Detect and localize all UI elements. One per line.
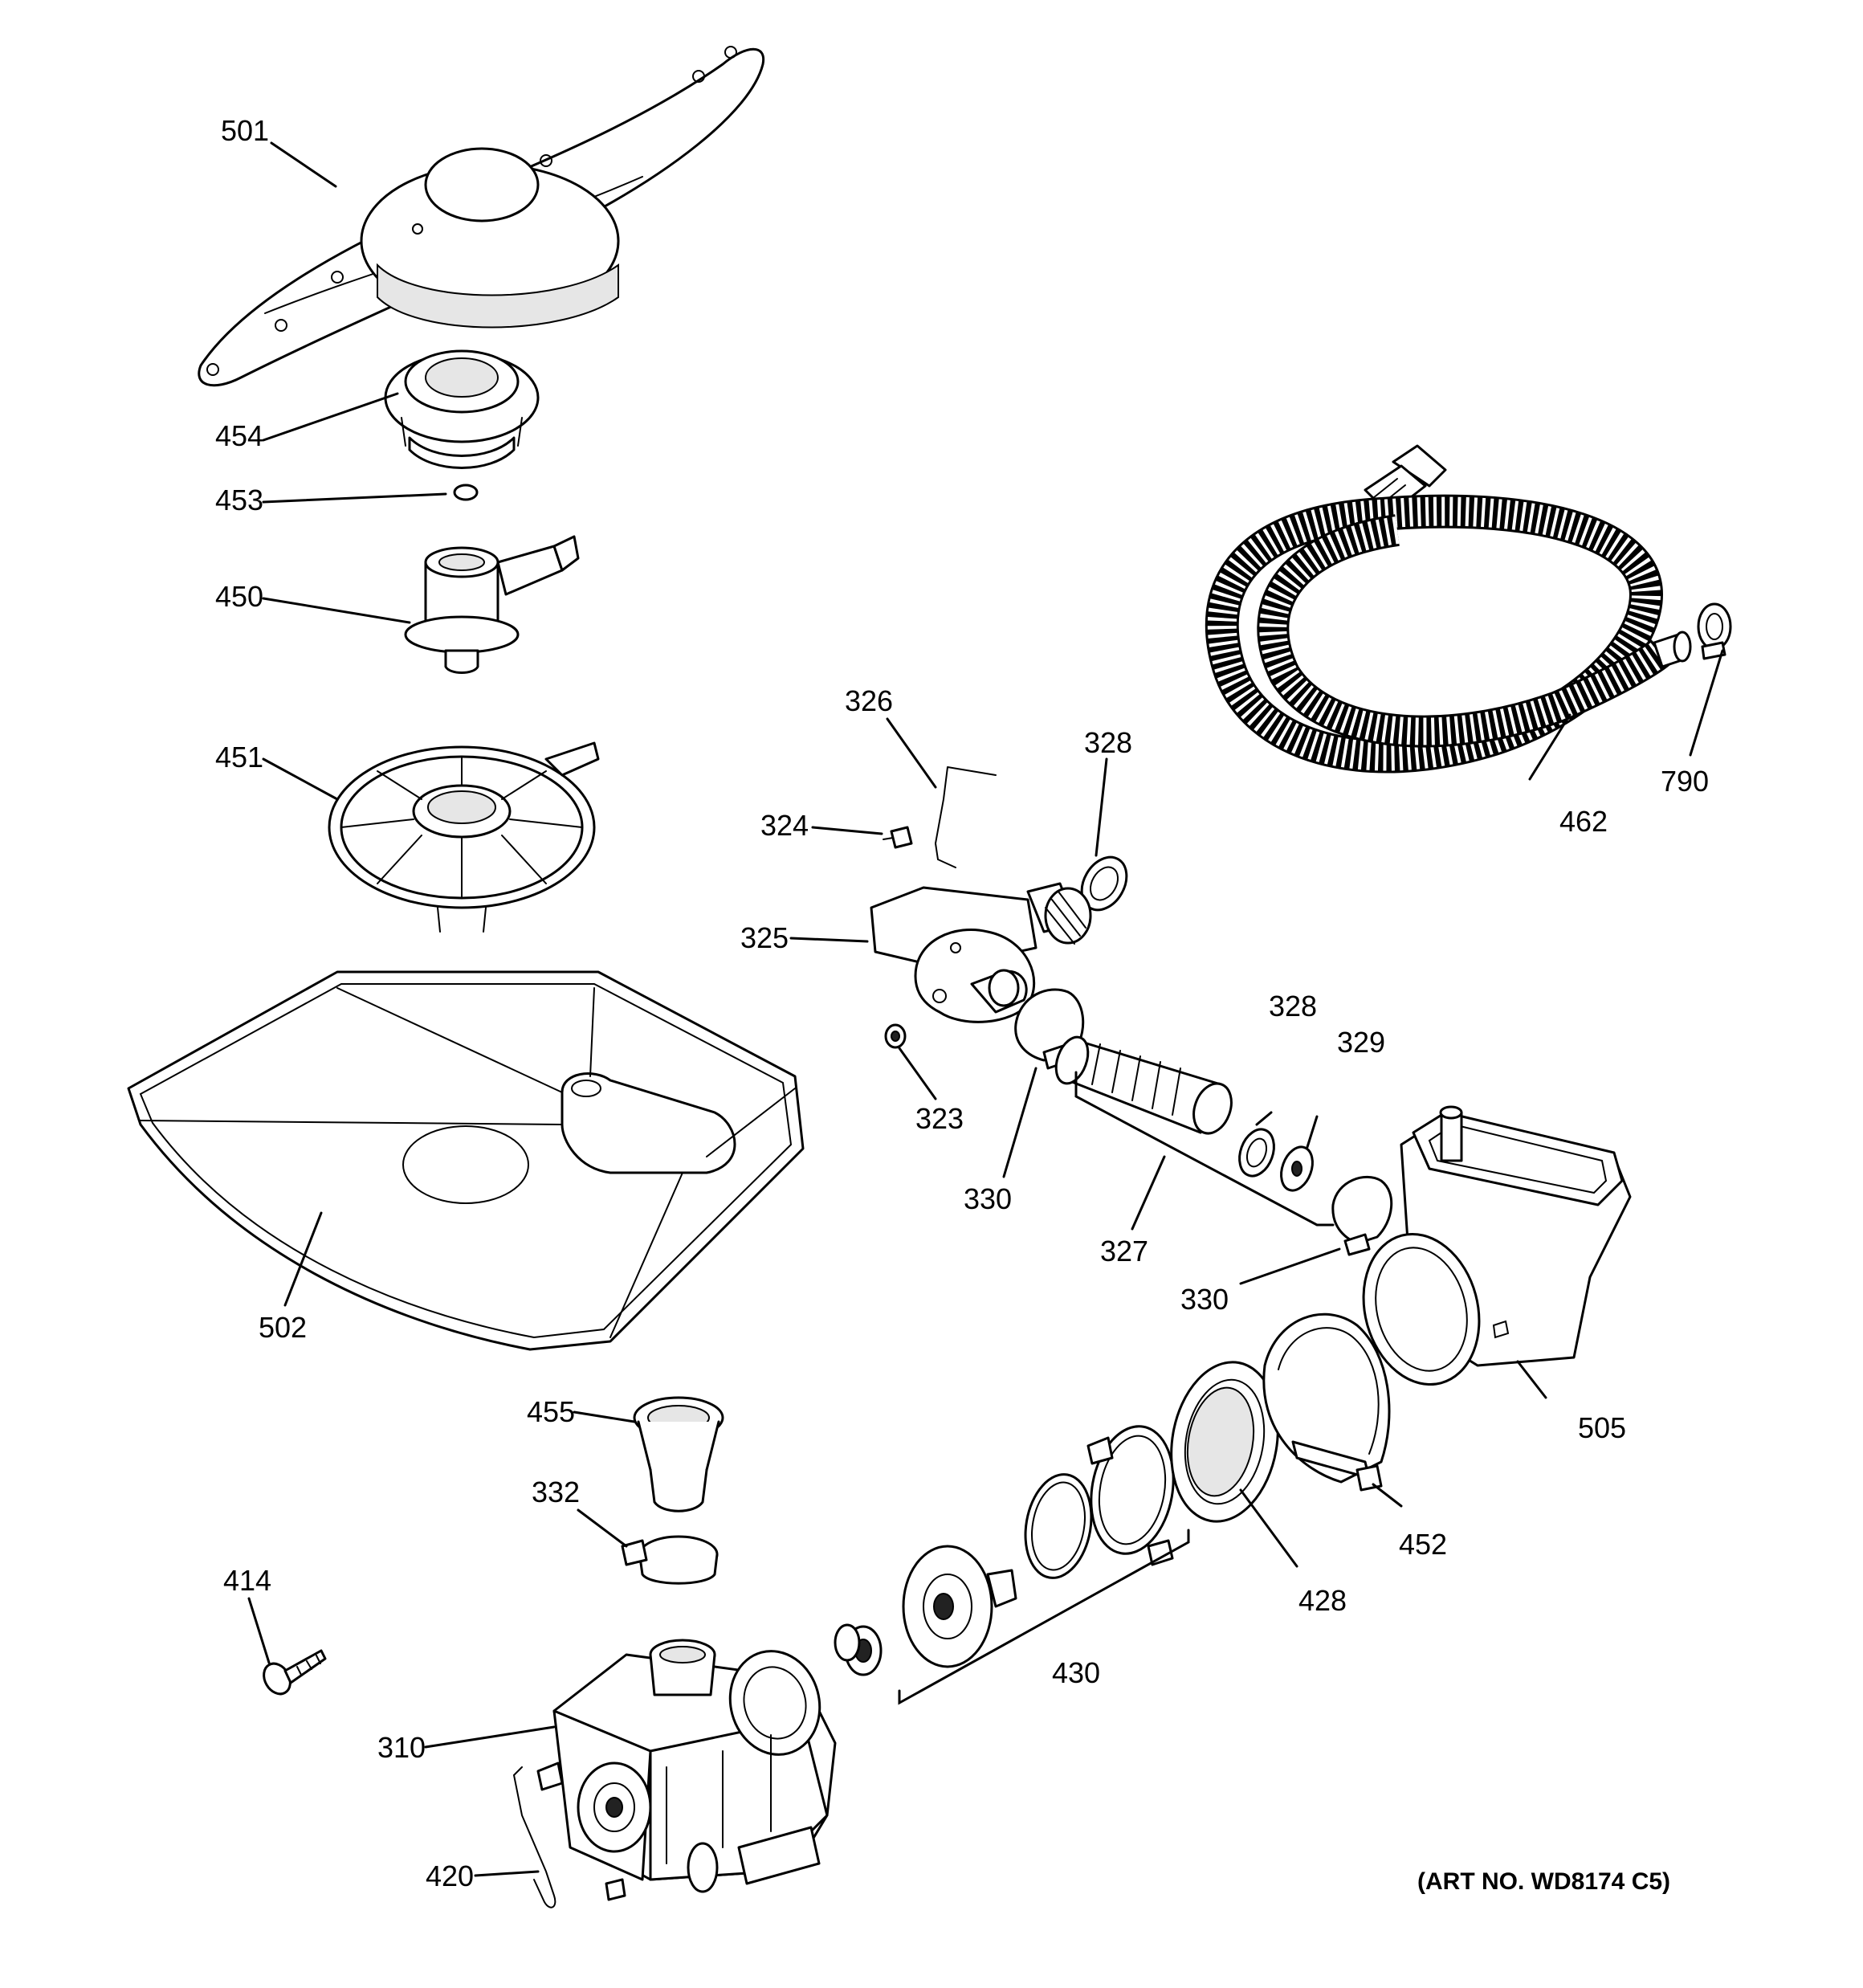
label-330a: 330 [964, 1182, 1012, 1215]
label-790: 790 [1661, 765, 1709, 798]
part-505-sump [1362, 1105, 1632, 1386]
part-323-nut [884, 1023, 907, 1049]
label-326: 326 [845, 684, 893, 717]
label-454: 454 [215, 419, 263, 452]
label-455: 455 [527, 1395, 575, 1428]
part-330-clamp-lower [1331, 1176, 1393, 1256]
part-420-wire-clip [512, 1766, 556, 1908]
label-324: 324 [760, 809, 809, 842]
label-310: 310 [377, 1731, 426, 1764]
label-453: 453 [215, 484, 263, 516]
label-329: 329 [1337, 1026, 1385, 1059]
part-454-bearing [384, 349, 540, 469]
label-505: 505 [1578, 1411, 1626, 1444]
label-420: 420 [426, 1859, 474, 1892]
part-324-screw [883, 826, 913, 849]
part-462-drain-hose [1205, 444, 1692, 774]
label-501: 501 [221, 114, 269, 147]
label-325: 325 [740, 921, 789, 954]
part-453-o-ring [453, 484, 479, 501]
label-452: 452 [1399, 1528, 1447, 1561]
part-428-seal [1170, 1361, 1279, 1523]
part-labels: 501 454 453 450 451 502 326 328 324 325 … [215, 114, 1709, 1892]
label-327: 327 [1100, 1235, 1148, 1268]
part-325-drain-pump [870, 882, 1092, 1023]
label-332: 332 [532, 1476, 580, 1508]
part-790-hose-clamp [1697, 602, 1732, 660]
part-332-clamp [621, 1535, 719, 1585]
part-329-check-valve [1280, 1145, 1314, 1192]
art-number: (ART NO. WD8174 C5) [1417, 1868, 1670, 1895]
label-450: 450 [215, 580, 263, 613]
leader-lines [247, 141, 1724, 1877]
label-451: 451 [215, 741, 263, 774]
label-414: 414 [223, 1564, 271, 1597]
part-451-filter [328, 741, 600, 933]
part-501-spray-arm [198, 46, 765, 387]
part-414-screw [263, 1649, 327, 1696]
label-502: 502 [259, 1311, 307, 1344]
part-310-pump-motor [536, 1639, 837, 1901]
label-428: 428 [1298, 1584, 1347, 1617]
label-328b: 328 [1269, 990, 1317, 1023]
label-323: 323 [915, 1102, 964, 1135]
part-450-manifold [404, 535, 580, 674]
part-502-sump-cover [127, 970, 805, 1351]
part-328-seal-lower [1238, 1128, 1275, 1178]
part-430-impeller-kit [834, 1425, 1175, 1676]
label-462: 462 [1559, 805, 1608, 838]
part-452-clamp [1262, 1312, 1391, 1492]
part-455-seal [633, 1396, 724, 1512]
part-327-hose [1054, 1035, 1233, 1135]
label-430: 430 [1052, 1656, 1100, 1689]
label-330b: 330 [1180, 1283, 1229, 1316]
part-326-wire [934, 766, 997, 868]
label-328a: 328 [1084, 726, 1132, 759]
